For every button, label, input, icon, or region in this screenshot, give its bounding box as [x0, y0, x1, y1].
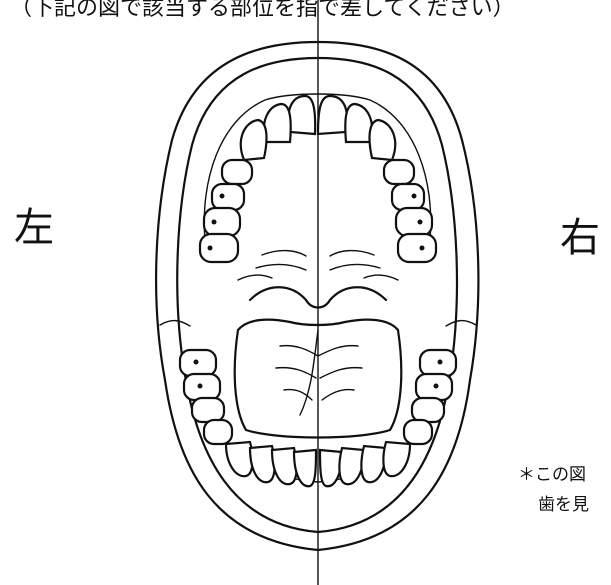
outer-lip — [156, 42, 478, 550]
mouth-corner-left — [160, 321, 190, 326]
mouth-corner-right — [446, 321, 476, 326]
tongue-grooves — [276, 330, 362, 415]
